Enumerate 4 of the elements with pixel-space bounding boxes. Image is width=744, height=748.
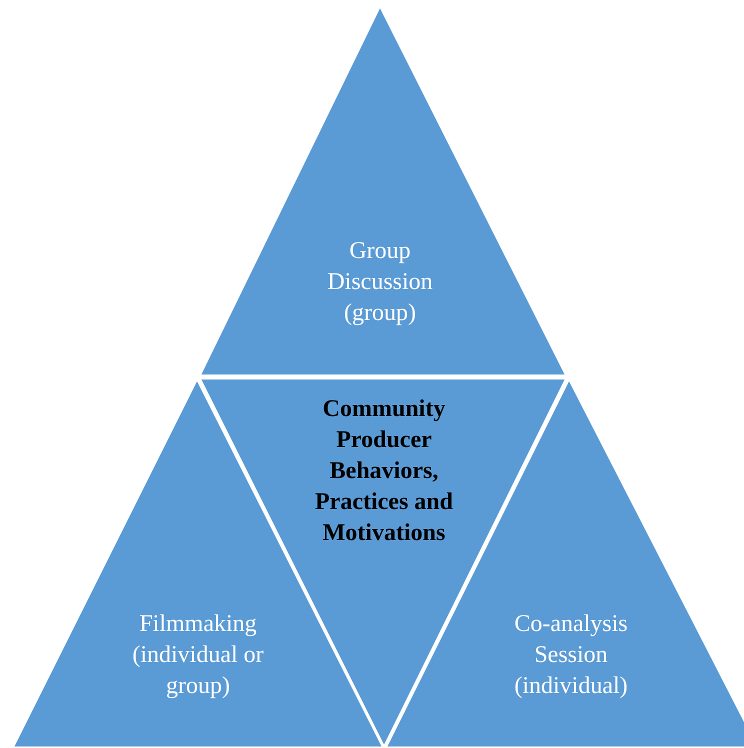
segment-label: Filmmaking (individual or group) <box>131 610 265 701</box>
segment-label: Group Discussion (group) <box>326 237 434 328</box>
segment-label: Community Producer Behaviors, Practices and Motivations <box>314 395 454 548</box>
segment-label: Co-analysis Session (individual) <box>513 610 629 701</box>
